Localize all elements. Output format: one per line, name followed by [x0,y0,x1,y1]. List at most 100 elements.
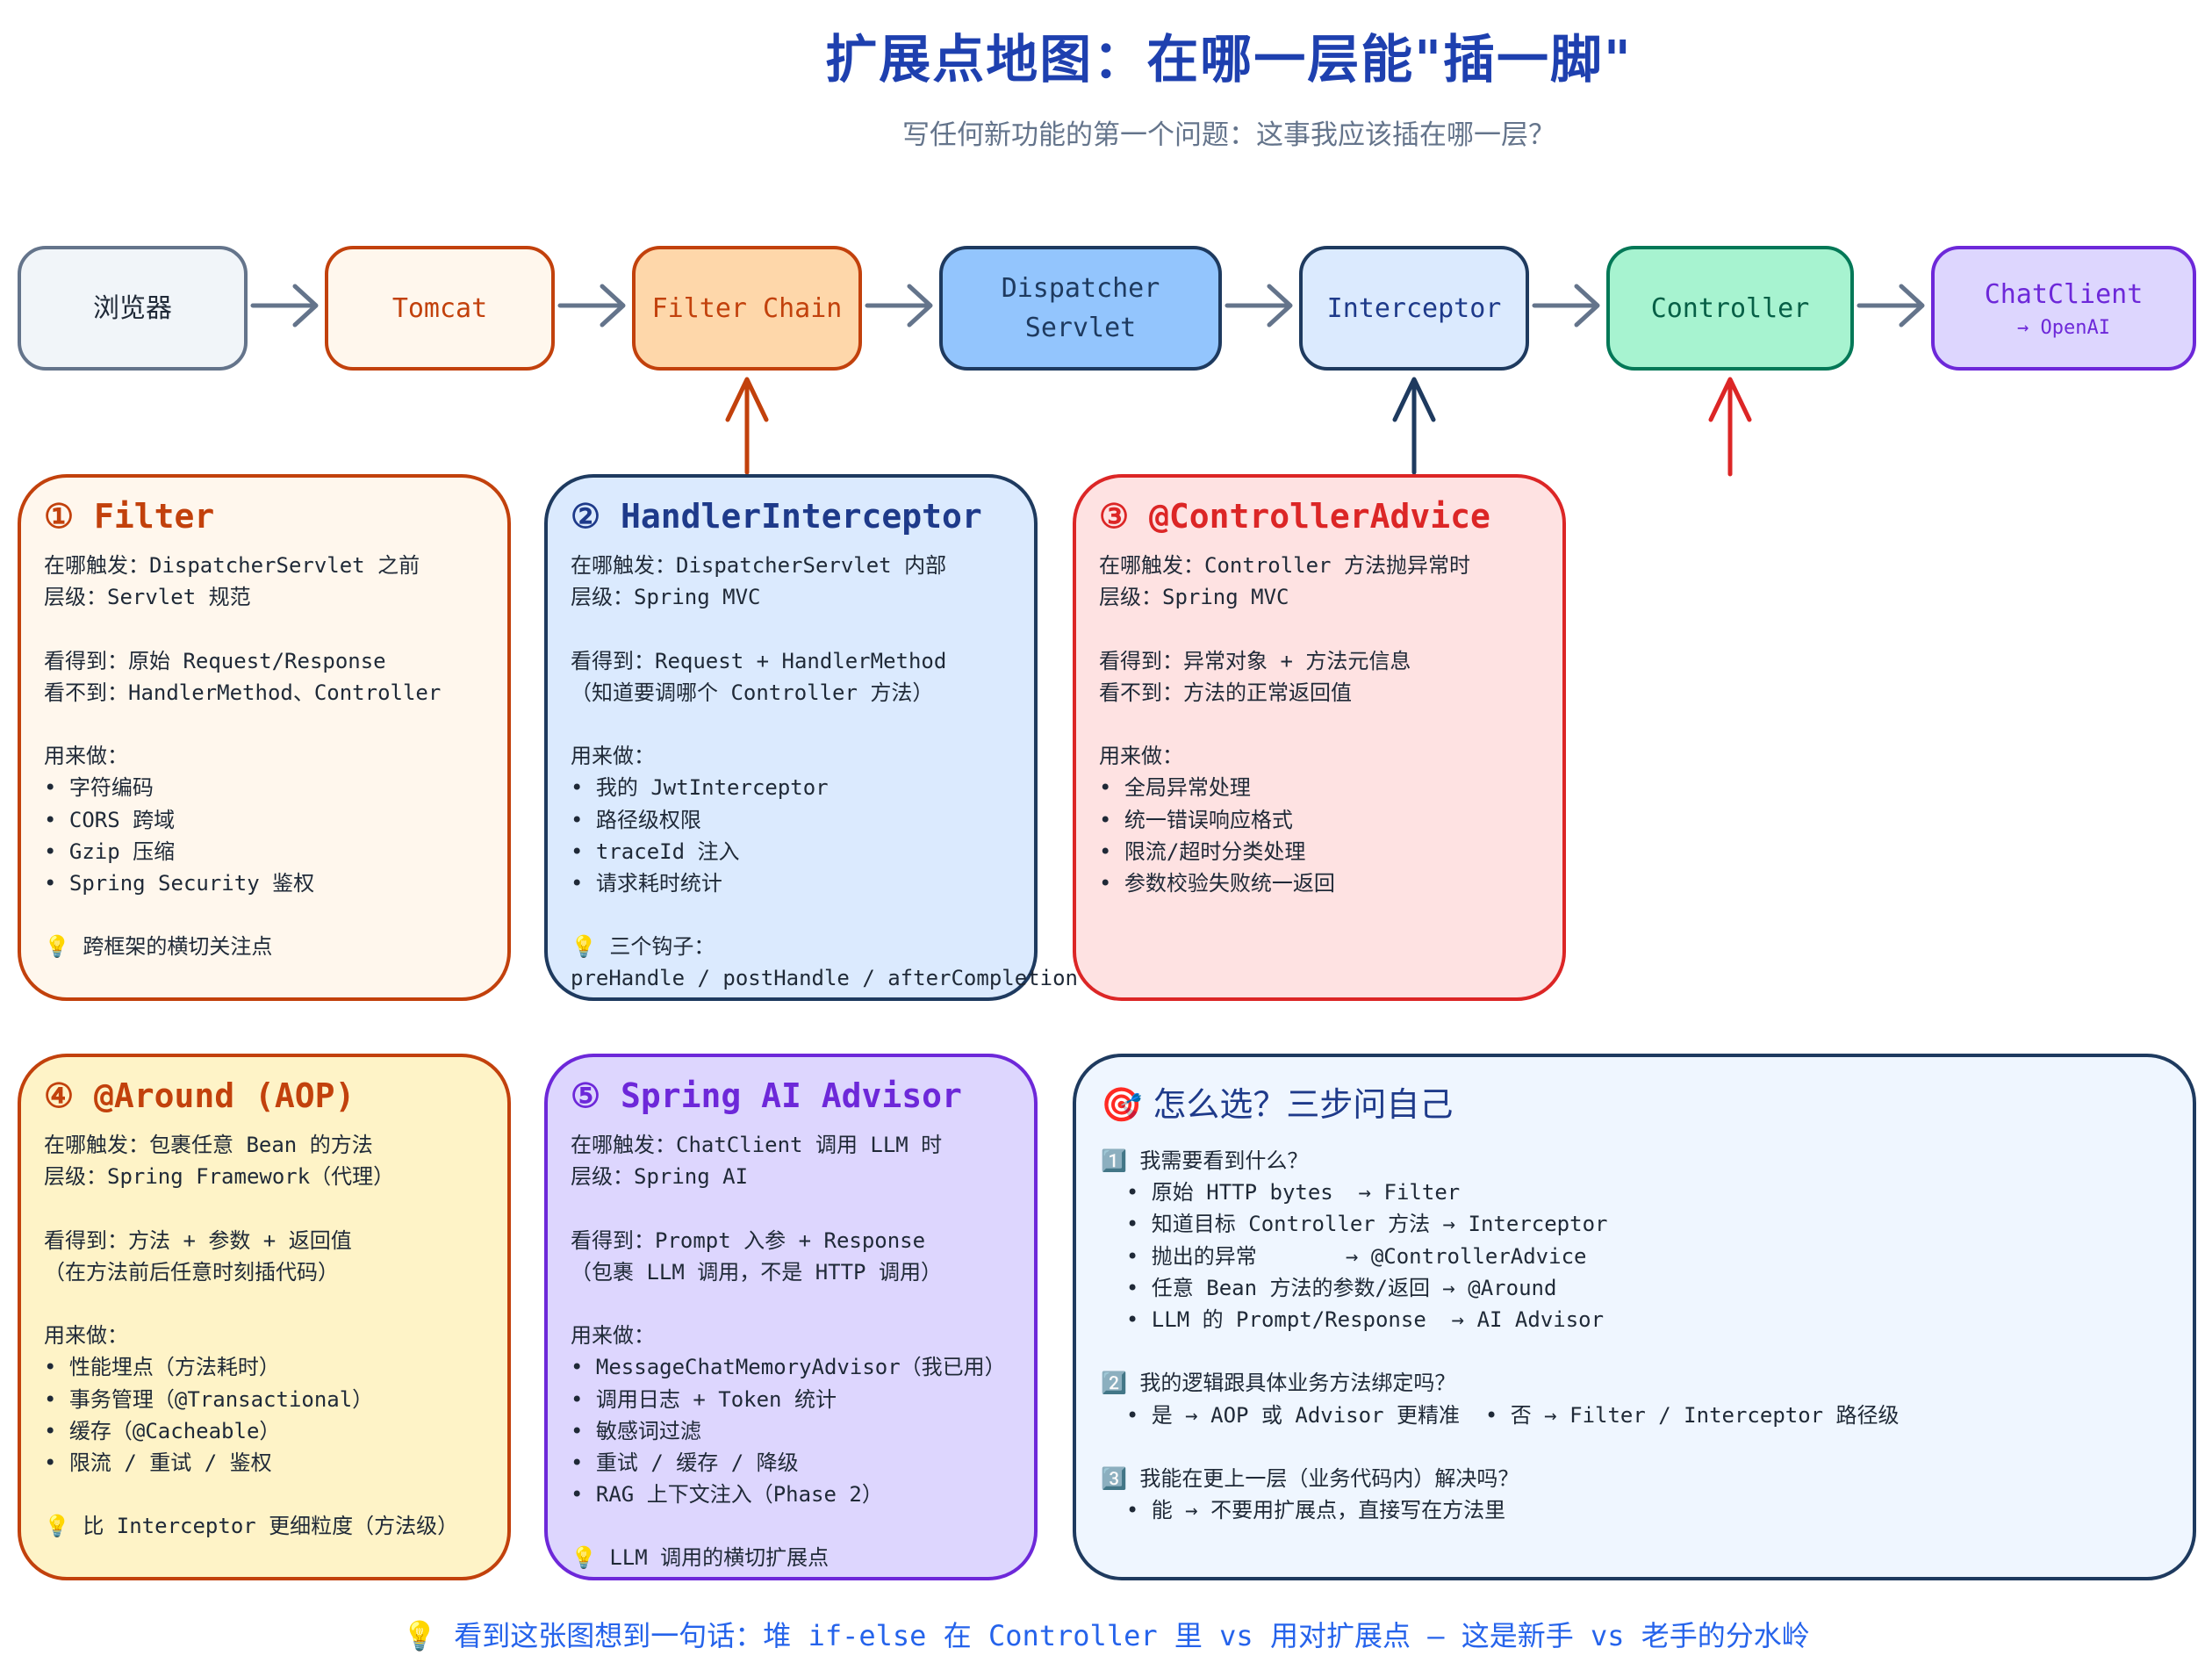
card-line: • 知道目标 Controller 方法 → Interceptor [1101,1212,1608,1237]
card-line: 💡 比 Interceptor 更细粒度（方法级） [44,1514,459,1539]
card-line: • 能 → 不要用扩展点，直接写在方法里 [1101,1498,1506,1523]
card-line: • 我的 JwtInterceptor [571,775,829,801]
card-line: • RAG 上下文注入（Phase 2） [571,1482,883,1508]
card-line: （包裹 LLM 调用，不是 HTTP 调用） [571,1259,942,1285]
flow-node-label: Tomcat [391,292,488,324]
card-filter: ① Filter 在哪触发：DispatcherServlet 之前层级：Ser… [18,474,511,1001]
attach-arrow-filter [725,377,769,475]
flow-node-label: Controller [1650,292,1810,324]
card-title: ④ @Around (AOP) [44,1076,356,1115]
attach-arrow-controller [1708,377,1752,477]
card-line: • 全局异常处理 [1099,775,1251,801]
card-how-to-choose: 🎯 怎么选？三步问自己 1️⃣ 我需要看到什么？ • 原始 HTTP bytes… [1073,1054,2196,1580]
card-line [571,613,1011,644]
card-line [44,899,485,931]
card-line [44,1479,485,1510]
card-line: • 敏感词过滤 [571,1418,701,1443]
card-line: 看得到：Request + HandlerMethod [571,648,947,673]
card-title: ③ @ControllerAdvice [1099,497,1490,536]
card-line: 看得到：方法 + 参数 + 返回值 [44,1227,352,1253]
card-title: ① Filter [44,497,215,536]
card-around-aop: ④ @Around (AOP) 在哪触发：包裹任意 Bean 的方法层级：Spr… [18,1054,511,1580]
card-line: • 路径级权限 [571,807,701,832]
card-line [571,899,1011,931]
card-line: （知道要调哪个 Controller 方法） [571,680,934,705]
card-line: • 性能埋点（方法耗时） [44,1355,280,1380]
flow-node-browser: 浏览器 [18,246,248,371]
card-line: 💡 跨框架的横切关注点 [44,934,273,960]
card-line [1099,709,1540,740]
card-line: • Gzip 压缩 [44,838,176,864]
card-line: • 缓存（@Cacheable） [44,1418,281,1443]
card-line: 用来做： [44,1323,128,1349]
card-line [44,709,485,740]
attach-arrow-interceptor [1392,377,1436,475]
card-line: 2️⃣ 我的逻辑跟具体业务方法绑定吗？ [1101,1371,1456,1396]
card-line: 用来做： [571,744,655,769]
card-line: 用来做： [571,1323,655,1349]
card-line: 层级：Spring MVC [571,585,761,610]
card-handler-interceptor: ② HandlerInterceptor 在哪触发：DispatcherServ… [544,474,1078,1001]
card-line [571,1192,1011,1224]
flow-node-label: Dispatcher Servlet [1001,273,1160,343]
card-line: 在哪触发：包裹任意 Bean 的方法 [44,1133,373,1157]
card-line: 层级：Spring Framework（代理） [44,1164,395,1190]
card-title: 🎯 怎么选？三步问自己 [1101,1085,1454,1124]
card-line [571,1288,1011,1320]
card-line: • 调用日志 + Token 统计 [571,1386,837,1412]
page-subtitle: 写任何新功能的第一个问题：这事我应该插在哪一层？ [902,119,1555,151]
card-line: 层级：Servlet 规范 [44,585,251,610]
flow-node-label: ChatClient [1984,278,2144,310]
card-line: 层级：Spring AI [571,1164,749,1190]
flow-node-interceptor: Interceptor [1299,246,1529,371]
card-line [1101,1431,2170,1463]
card-line: 层级：Spring MVC [1099,585,1289,610]
card-line: 用来做： [1099,744,1183,769]
card-line: • LLM 的 Prompt/Response → AI Advisor [1101,1306,1605,1332]
card-line: • 事务管理（@Transactional） [44,1386,374,1412]
flow-node-label: Interceptor [1326,292,1502,324]
card-line: • 限流/超时分类处理 [1099,838,1306,864]
card-line [1101,1335,2170,1367]
flow-node-label: Filter Chain [651,292,843,324]
flow-node-filter-chain: Filter Chain [632,246,862,371]
page-title: 扩展点地图：在哪一层能"插一脚" [825,29,1633,90]
card-line: • 原始 HTTP bytes → Filter [1101,1180,1461,1206]
card-line: • 统一错误响应格式 [1099,807,1293,832]
card-line [571,709,1011,740]
card-line: 在哪触发：DispatcherServlet 之前 [44,553,420,578]
card-line: 看得到：原始 Request/Response [44,648,386,673]
card-line [1099,613,1540,644]
card-line [44,613,485,644]
card-line [571,1510,1011,1542]
card-line: • 字符编码 [44,775,154,801]
card-line: 1️⃣ 我需要看到什么？ [1101,1148,1309,1173]
card-line: 在哪触发：ChatClient 调用 LLM 时 [571,1133,943,1157]
card-line: 看得到：异常对象 + 方法元信息 [1099,648,1411,673]
card-line: • 请求耗时统计 [571,870,722,896]
card-line: • 抛出的异常 → @ControllerAdvice [1101,1243,1587,1269]
card-line [44,1288,485,1320]
card-line: 看不到：方法的正常返回值 [1099,680,1352,705]
flow-node-sub: → OpenAI [2017,316,2110,339]
flow-node-chatclient: ChatClient → OpenAI [1931,246,2196,371]
card-line: （在方法前后任意时刻插代码） [44,1259,339,1285]
card-line: • 重试 / 缓存 / 降级 [571,1450,799,1475]
flow-node-tomcat: Tomcat [325,246,555,371]
card-line: • 是 → AOP 或 Advisor 更精准 • 否 → Filter / I… [1101,1402,1900,1428]
card-line: 💡 三个钩子： [571,934,715,960]
card-line: • CORS 跨域 [44,807,176,832]
card-line: preHandle / postHandle / afterCompletion [571,966,1078,991]
card-body: 在哪触发：包裹任意 Bean 的方法层级：Spring Framework（代理… [44,1129,485,1542]
footer-summary: 💡 看到这张图想到一句话：堆 if-else 在 Controller 里 vs… [402,1619,1810,1652]
card-body: 1️⃣ 我需要看到什么？ • 原始 HTTP bytes → Filter • … [1101,1145,2170,1526]
card-line: 在哪触发：DispatcherServlet 内部 [571,553,947,578]
flow-node-dispatcher-servlet: Dispatcher Servlet [939,246,1222,371]
card-title: ⑤ Spring AI Advisor [571,1076,962,1115]
card-line [44,1192,485,1224]
card-line: 💡 LLM 调用的横切扩展点 [571,1545,830,1571]
card-line: 看得到：Prompt 入参 + Response [571,1227,926,1253]
card-spring-ai-advisor: ⑤ Spring AI Advisor 在哪触发：ChatClient 调用 L… [544,1054,1038,1580]
card-line: • MessageChatMemoryAdvisor（我已用） [571,1355,1006,1380]
